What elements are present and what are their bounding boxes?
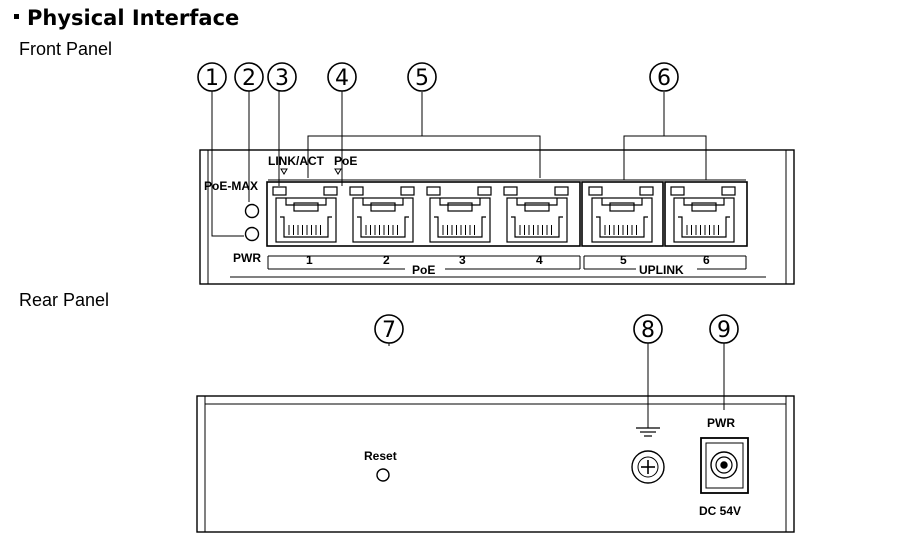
rear-chassis <box>196 395 795 533</box>
port-number-3: 3 <box>459 253 466 267</box>
poe-group-label: PoE <box>412 263 435 277</box>
callout-8-number: 8 <box>641 318 655 343</box>
poe-max-led-icon <box>244 203 260 219</box>
pwr-label: PWR <box>233 251 261 265</box>
port-led-icon <box>503 186 518 196</box>
rj45-port-1 <box>272 186 338 243</box>
port-number-5: 5 <box>620 253 627 267</box>
port-led-icon <box>426 186 441 196</box>
section-title: Physical Interface <box>14 6 239 30</box>
rj45-port-5 <box>588 186 654 243</box>
rj45-port-6 <box>670 186 736 243</box>
rear-panel <box>196 342 795 533</box>
callout-5: 5 <box>407 62 437 92</box>
callout-9: 9 <box>709 314 739 344</box>
dc-label: DC 54V <box>699 504 741 518</box>
port-number-2: 2 <box>383 253 390 267</box>
section-title-text: Physical Interface <box>27 6 240 30</box>
port-number-4: 4 <box>536 253 543 267</box>
rj45-port-2 <box>349 186 415 243</box>
callout-2-number: 2 <box>242 66 256 91</box>
callout-5-number: 5 <box>415 66 429 91</box>
uplink-port-5-frame <box>581 181 664 247</box>
rj45-port-4 <box>503 186 569 243</box>
dc-jack-icon <box>700 437 749 494</box>
port-led-icon <box>349 186 364 196</box>
rear-callouts: 7 8 9 <box>374 314 739 344</box>
link-act-label: LINK/ACT <box>268 154 325 168</box>
pwr-led-icon <box>244 226 260 242</box>
poe-max-label: PoE-MAX <box>204 179 258 193</box>
callout-1-number: 1 <box>205 66 219 91</box>
poe-led-label: PoE <box>334 154 357 168</box>
rear-pwr-label: PWR <box>707 416 735 430</box>
callout-7-number: 7 <box>382 318 396 343</box>
port-led-icon <box>400 186 415 196</box>
reset-label: Reset <box>364 449 397 463</box>
port-led-icon <box>721 186 736 196</box>
port-led-icon <box>670 186 685 196</box>
callout-6-number: 6 <box>657 66 671 91</box>
callout-8: 8 <box>633 314 663 344</box>
uplink-group-label: UPLINK <box>639 263 684 277</box>
callout-4-number: 4 <box>335 66 349 91</box>
front-panel-label: Front Panel <box>19 39 113 59</box>
front-panel <box>199 91 795 285</box>
uplink-port-6-frame <box>664 181 748 247</box>
callout-7: 7 <box>374 314 404 344</box>
callout-1: 1 <box>197 62 227 92</box>
callout-4: 4 <box>327 62 357 92</box>
callout-3: 3 <box>267 62 297 92</box>
front-ports <box>272 186 736 243</box>
rear-panel-label: Rear Panel <box>19 290 110 310</box>
poe-port-group <box>266 181 581 247</box>
callout-6: 6 <box>649 62 679 92</box>
port-led-icon <box>554 186 569 196</box>
callout-9-number: 9 <box>717 318 731 343</box>
port-led-icon <box>588 186 603 196</box>
port-number-1: 1 <box>306 253 313 267</box>
front-chassis <box>199 149 795 285</box>
ground-screw-icon <box>631 450 665 484</box>
port-led-icon <box>323 186 338 196</box>
rj45-port-3 <box>426 186 492 243</box>
port-led-icon <box>477 186 492 196</box>
callout-2: 2 <box>234 62 264 92</box>
callout-3-number: 3 <box>275 66 289 91</box>
bullet-icon <box>14 13 19 19</box>
port-led-icon <box>639 186 654 196</box>
port-led-icon <box>272 186 287 196</box>
port-number-6: 6 <box>703 253 710 267</box>
reset-hole-icon <box>376 468 390 482</box>
